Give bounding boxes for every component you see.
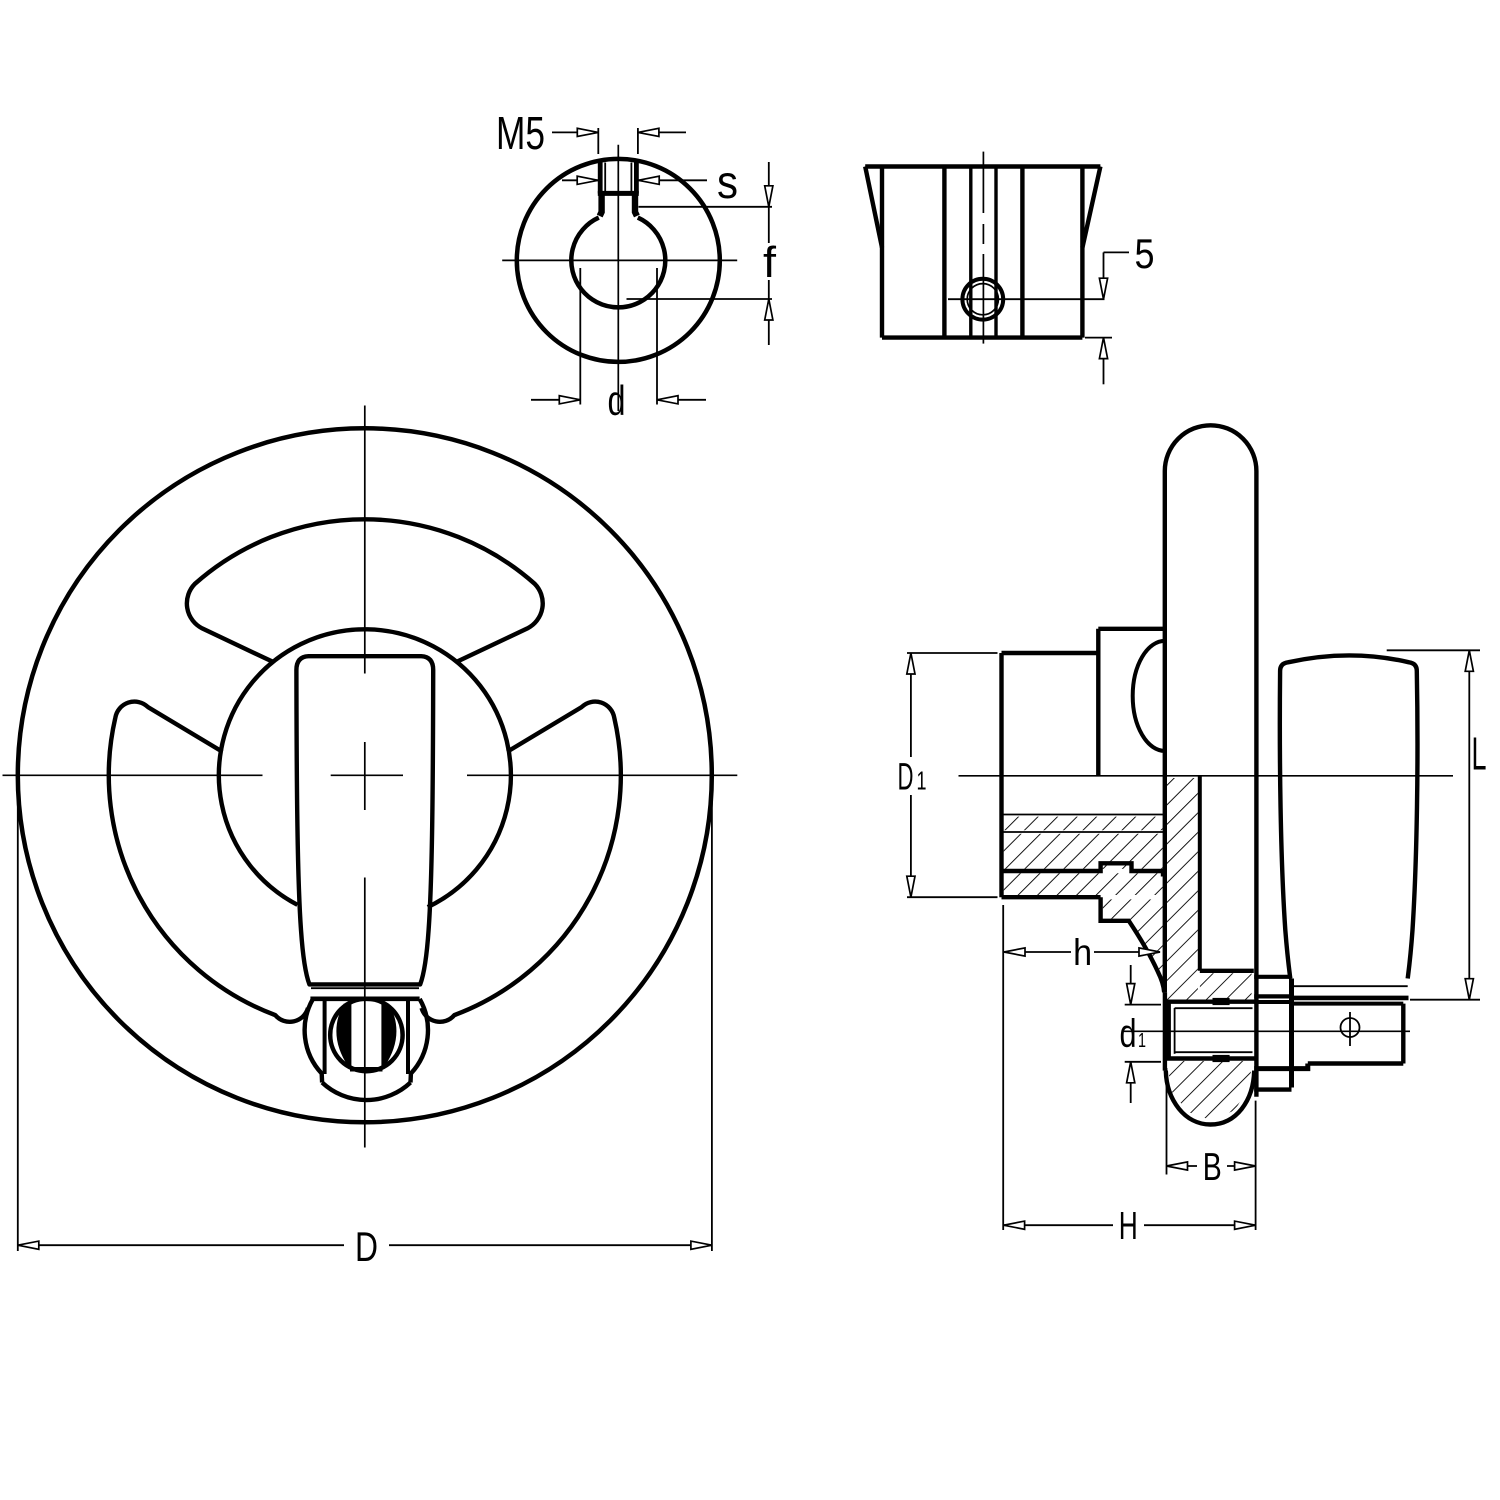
svg-text:s: s	[717, 156, 738, 208]
svg-text:h: h	[1073, 932, 1092, 973]
svg-text:B: B	[1203, 1146, 1222, 1189]
svg-text:1: 1	[917, 766, 927, 796]
svg-text:1: 1	[1138, 1030, 1146, 1052]
svg-text:d: d	[608, 377, 626, 424]
svg-text:D: D	[355, 1223, 378, 1270]
svg-text:H: H	[1119, 1205, 1138, 1248]
svg-text:5: 5	[1135, 230, 1155, 277]
svg-text:d: d	[1120, 1012, 1137, 1056]
svg-text:L: L	[1472, 728, 1487, 780]
svg-text:D: D	[898, 757, 914, 799]
svg-text:M5: M5	[496, 107, 545, 159]
svg-text:f: f	[763, 238, 777, 287]
